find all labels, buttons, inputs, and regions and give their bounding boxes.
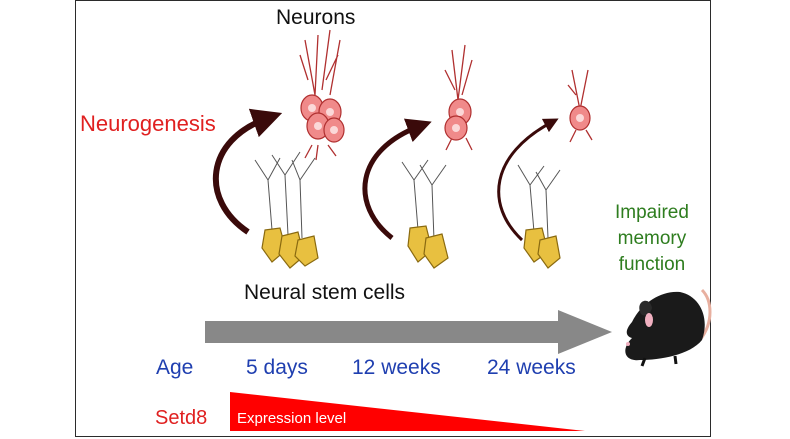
neurogenesis-arrow-2 [362,118,432,240]
stem-cell-icon [517,164,561,239]
neuron-cell-icon [567,69,593,143]
setd8-gene-label: Setd8 [155,407,208,429]
expression-level-label: Expression level [237,410,347,427]
neuron-nuclei [308,104,338,134]
neurons-label: Neurons [276,6,356,29]
neuron-nuclei [452,108,464,132]
stem-cell-icon [254,151,316,239]
age-point-12-weeks: 12 weeks [352,356,441,379]
neuron-cell-icon [300,94,345,143]
neural-stem-cells-label: Neural stem cells [244,281,406,304]
neurogenesis-arrow-3 [497,118,559,242]
stem-cell-icon [261,227,319,269]
mouse-icon [625,288,712,367]
neuron-cell-icon [444,44,473,151]
setd8-expression-bar [230,392,585,431]
neuron-cell-icon [444,98,472,141]
neurogenesis-arrow-1 [212,108,283,235]
impaired-line-2: memory [617,228,687,249]
impaired-memory-label: Impaired memory function [615,200,689,278]
figure-frame [75,0,711,437]
stem-cell-icon [401,159,447,241]
stem-cell-icon [407,225,449,269]
age-point-24-weeks: 24 weeks [487,356,576,379]
age-point-5-days: 5 days [246,356,308,379]
neuron-cell-icon [299,29,341,161]
neurogenesis-label: Neurogenesis [80,111,216,136]
impaired-line-3: function [618,254,686,275]
age-label: Age [156,356,194,379]
age-timeline-arrow [205,310,612,354]
neuron-nuclei [576,114,584,122]
stem-cell-icon [523,227,561,269]
impaired-line-1: Impaired [615,202,689,223]
